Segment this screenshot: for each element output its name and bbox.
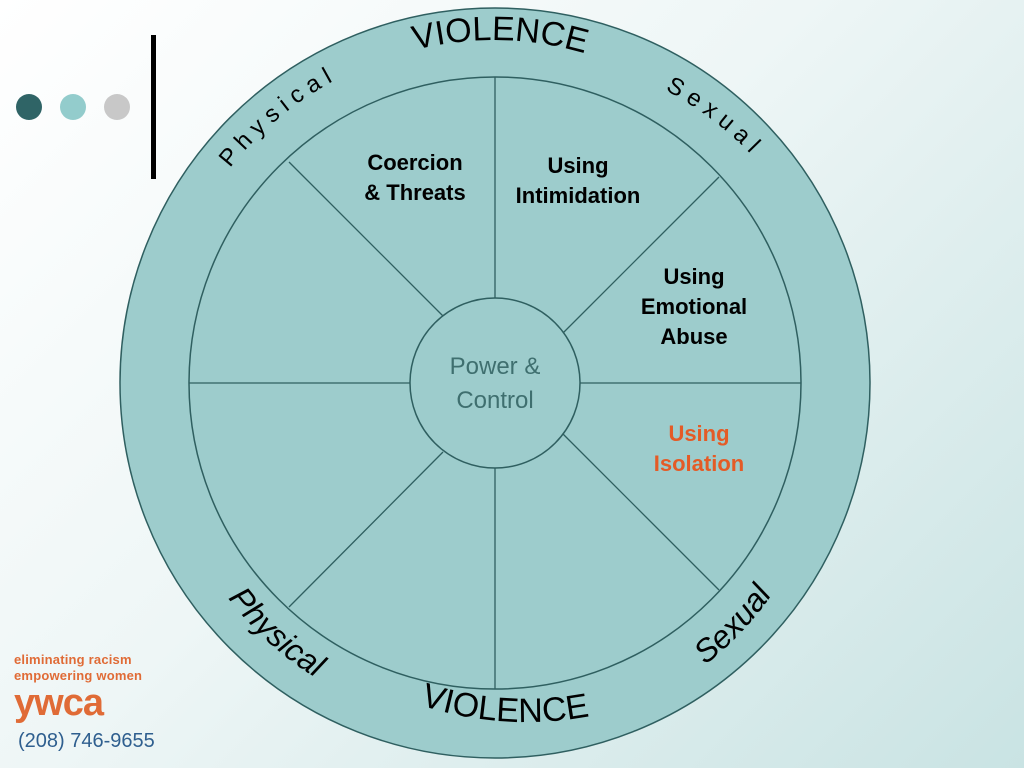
logo-brand: ywca [14, 682, 104, 724]
sector-using-isolation: Using Isolation [640, 419, 758, 479]
sector-coercion-line1: Coercion [367, 150, 463, 175]
sector-coercion-threats: Coercion & Threats [352, 148, 478, 208]
dot-dark-teal [16, 94, 42, 120]
sector-isolation-line1: Using [668, 421, 730, 446]
dot-gray [104, 94, 130, 120]
ywca-logo: eliminating racism empowering women ywca [14, 652, 143, 724]
spoke-top-right [562, 176, 720, 334]
dot-light-teal [60, 94, 86, 120]
sector-emotional-line2: Emotional [640, 294, 748, 319]
sector-coercion-line2: & Threats [364, 180, 466, 205]
sector-intimidation-line1: Using [547, 153, 609, 178]
sector-intimidation-line2: Intimidation [515, 183, 641, 208]
vertical-divider [151, 35, 156, 179]
spoke-top-left [288, 161, 444, 317]
sector-using-intimidation: Using Intimidation [502, 151, 654, 211]
sector-using-emotional-abuse: Using Emotional Abuse [628, 262, 760, 352]
sector-emotional-line1: Using [663, 264, 725, 289]
center-label-line1: Power & [449, 353, 541, 380]
spokes [189, 77, 801, 689]
center-label-line2: Control [456, 387, 534, 414]
center-label: Power & Control [420, 350, 570, 418]
logo-tagline-2: empowering women [14, 668, 143, 683]
sector-emotional-line3: Abuse [660, 324, 728, 349]
spoke-bottom-right [562, 433, 720, 591]
phone-number: (208) 746-9655 [18, 730, 155, 752]
decorative-dots [16, 94, 130, 120]
center-hub [409, 297, 581, 469]
sector-isolation-line2: Isolation [653, 451, 745, 476]
spoke-bottom-left [288, 451, 444, 608]
logo-tagline-1: eliminating racism [14, 652, 132, 667]
